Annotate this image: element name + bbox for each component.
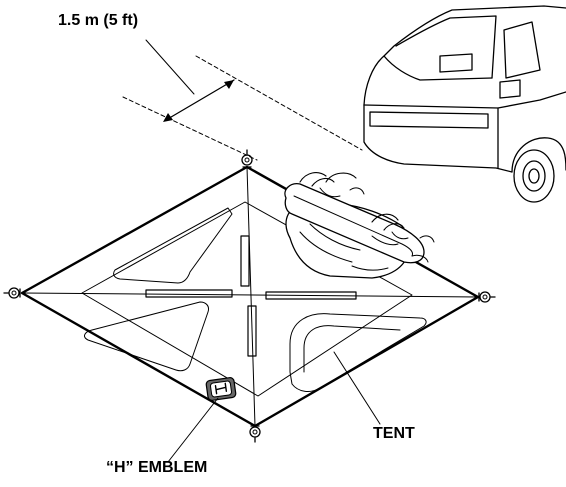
tent-ground-sheet: [3, 149, 496, 463]
vehicle-tailgate-bottom: [363, 104, 513, 173]
distance-leader-line: [145, 39, 195, 95]
bag-straps: [299, 172, 405, 231]
tent-pole-north: [240, 235, 250, 287]
vehicle-rear-hub: [522, 160, 546, 192]
vehicle-rear-tire: [513, 149, 555, 203]
dashed-line-vehicle: [195, 55, 363, 151]
vehicle-hub-cap: [528, 168, 540, 184]
vehicle-rear: [363, 5, 566, 203]
vehicle-rear-glass-edge: [383, 55, 493, 81]
vehicle-side-window: [503, 21, 541, 79]
arrow-head-lower: [163, 113, 173, 122]
stake-top: [241, 149, 253, 168]
bag-frame-inner: [293, 195, 413, 257]
distance-indicator: [122, 39, 363, 161]
bag-tie-ends: [349, 187, 435, 263]
vehicle-rear-window: [395, 15, 497, 79]
tent-panel-south-west: [84, 301, 209, 372]
tent-panel-south-east: [289, 313, 427, 392]
tent-panel-north-west: [113, 207, 233, 284]
h-emblem: [205, 377, 237, 401]
bag-folds: [299, 219, 389, 271]
emblem-label: “H” EMBLEM: [106, 459, 208, 476]
dashed-line-tent: [122, 96, 258, 161]
distance-label: 1.5 m (5 ft): [58, 12, 139, 29]
vehicle-bumper-panel: [369, 111, 489, 129]
tent-cross-vertical: [246, 166, 256, 427]
tent-pole-south: [247, 305, 257, 357]
stake-right: [478, 291, 496, 303]
bag-loops: [319, 187, 409, 246]
stake-bottom: [249, 425, 261, 443]
vehicle-roof-line: [363, 5, 566, 106]
tent-cross-horizontal: [21, 292, 479, 298]
tent-label: TENT: [373, 425, 415, 442]
tent-storage-bag: [284, 172, 435, 279]
vehicle-body-line: [497, 91, 566, 109]
vehicle-rear-wiper-area: [439, 53, 473, 73]
vehicle-tail-light: [499, 79, 521, 99]
tent-pole-west: [145, 289, 233, 298]
tent-panel-south-east-inner: [303, 325, 401, 373]
tent-leader-line: [333, 351, 381, 425]
stake-left: [3, 287, 21, 299]
tent-pole-east: [265, 291, 357, 300]
vehicle-wheel-arch: [511, 137, 566, 173]
distance-arrow: [165, 79, 235, 121]
emblem-leader-line: [167, 397, 219, 463]
arrow-head-upper: [224, 80, 234, 89]
